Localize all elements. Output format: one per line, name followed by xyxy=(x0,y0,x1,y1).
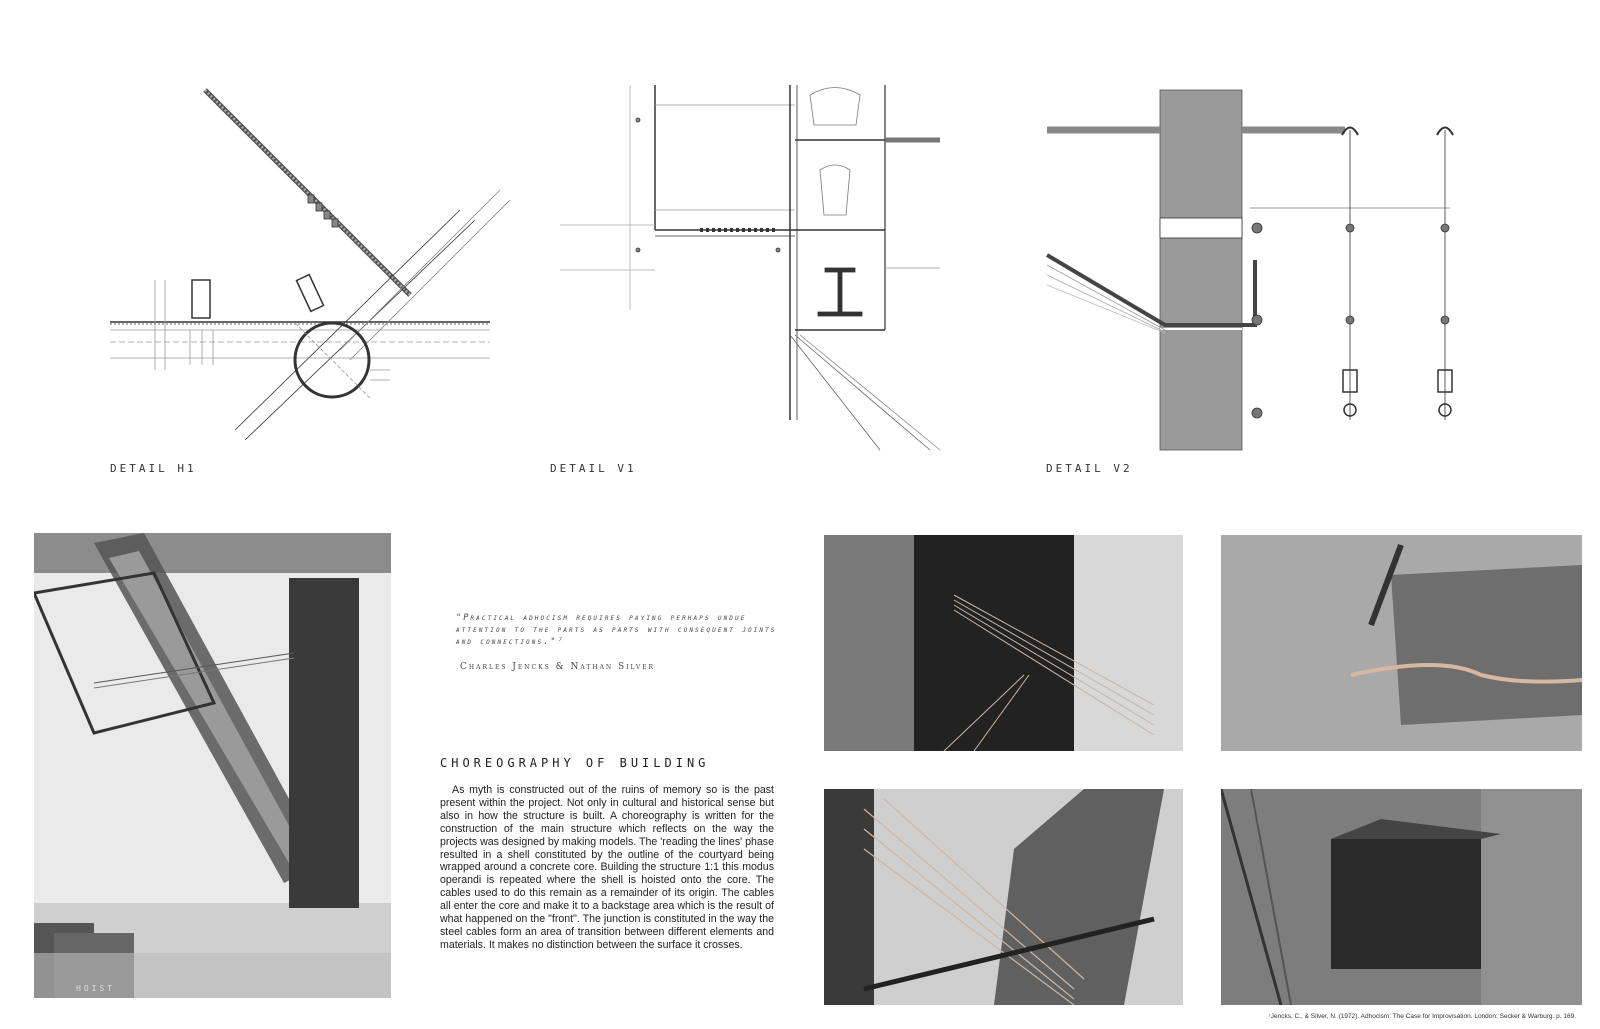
detail-h1-drawing xyxy=(110,88,511,441)
hoist-label: HOIST xyxy=(76,984,116,993)
quote-author: Charles Jencks & Nathan Silver xyxy=(460,662,656,672)
detail-v2-drawing xyxy=(1045,89,1454,451)
detail-v1-drawing xyxy=(560,85,941,451)
detail-v2-caption: DETAIL V2 xyxy=(1046,462,1133,475)
model-photo-cables-1 xyxy=(824,535,1183,751)
detail-v1-caption: DETAIL V1 xyxy=(550,462,637,475)
detail-h1-caption: DETAIL H1 xyxy=(110,462,197,475)
hoist-model-photo xyxy=(34,533,391,998)
footnote: ⁷Jencks, C., & Silver, N. (1972). Adhoci… xyxy=(1268,1013,1576,1020)
model-photo-knot xyxy=(1221,535,1582,751)
section-title: CHOREOGRAPHY OF BUILDING xyxy=(440,756,710,770)
model-photo-cables-2 xyxy=(824,789,1183,1005)
model-photo-box xyxy=(1221,789,1582,1005)
section-body: As myth is constructed out of the ruins … xyxy=(440,784,774,951)
quote-text: "Practical adhocism requires paying perh… xyxy=(456,613,777,647)
